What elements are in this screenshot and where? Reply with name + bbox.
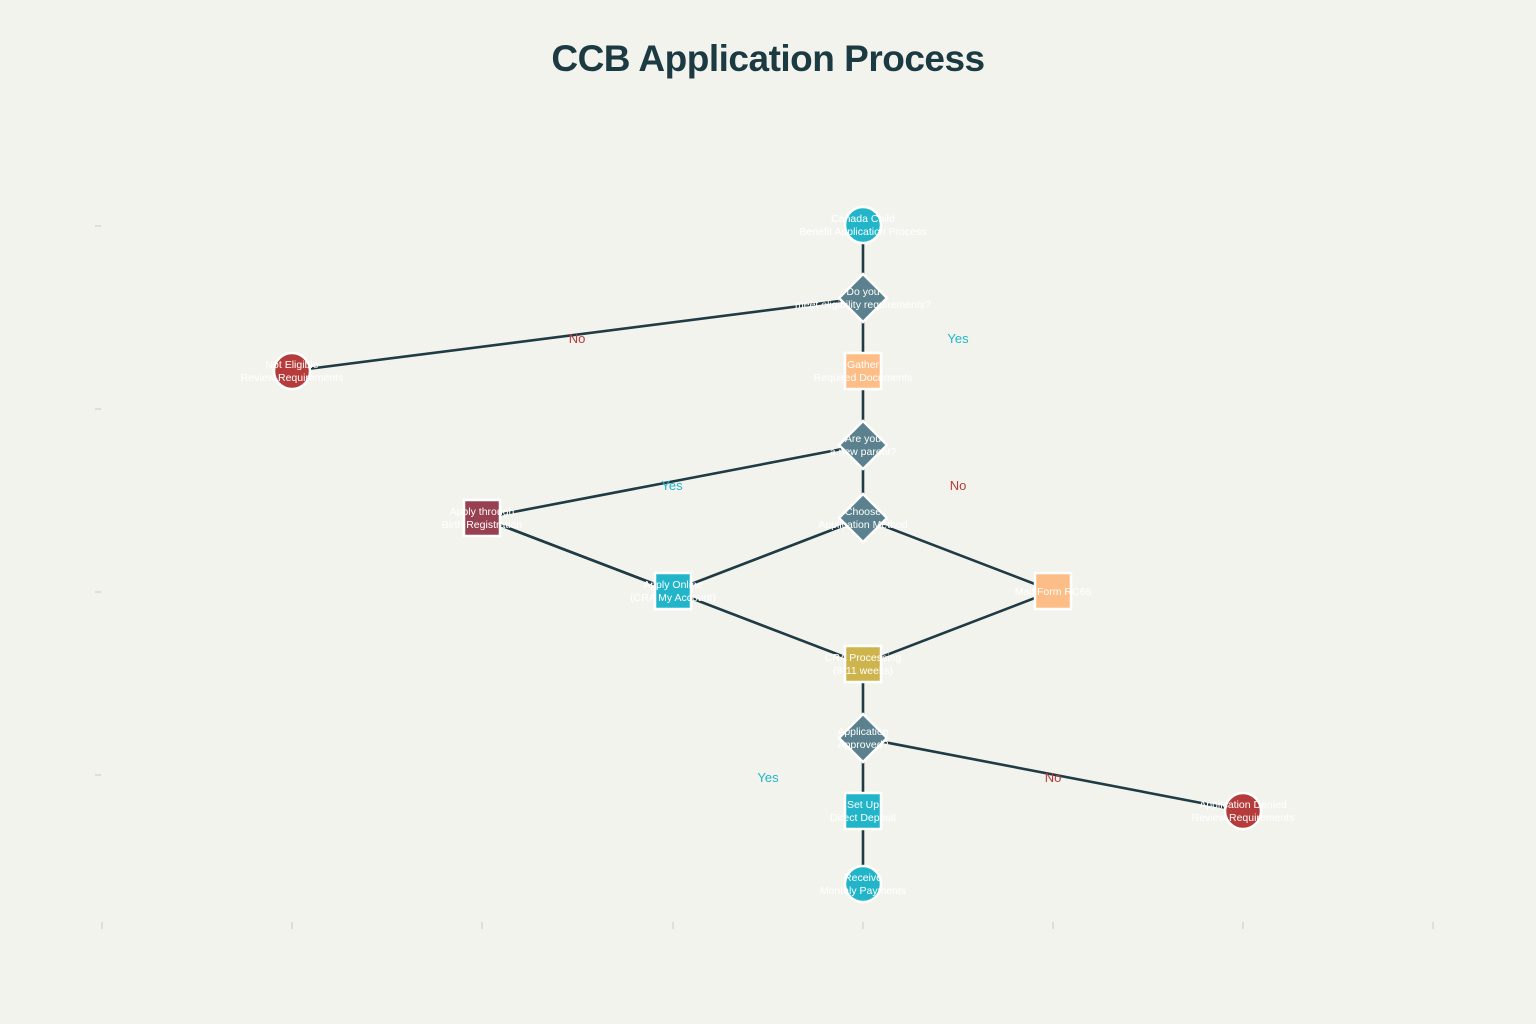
node-label: Application (837, 726, 889, 738)
node-label: CRA Processing (825, 652, 902, 664)
node-label: Choose (845, 506, 881, 518)
edge-label-no: No (1045, 770, 1062, 785)
edge-label-yes: Yes (757, 770, 779, 785)
node-shape-circle (1223, 791, 1263, 831)
node-label: (8-11 weeks) (833, 665, 893, 677)
node-shape-square (843, 644, 883, 684)
node-label: Monthly Payments (820, 885, 906, 897)
node-shape-diamond (837, 712, 889, 764)
node-label: Receive (844, 872, 882, 884)
node-shape-square (653, 571, 693, 611)
node-label: Apply through (450, 506, 515, 518)
page-title: CCB Application Process (551, 38, 985, 79)
edge-eligibility-to-not_eligible (291, 296, 864, 373)
node-label: Are you (845, 433, 881, 445)
node-label: Birth Registration (442, 519, 523, 531)
node-label: Application Method (818, 519, 907, 531)
edge-label-yes: Yes (947, 331, 969, 346)
node-label: meet eligibility requirements? (795, 299, 931, 311)
edge-new_parent-to-birth_reg (481, 443, 864, 520)
node-label: Required Documents (814, 372, 913, 384)
node-label: Review Requirements (1192, 812, 1295, 824)
edge-label-no: No (569, 331, 586, 346)
node-label: Review Requirements (241, 372, 344, 384)
node-shape-square (1033, 571, 1073, 611)
edge-label-yes: Yes (661, 478, 683, 493)
node-processing[interactable]: CRA Processing(8-11 weeks) (825, 644, 902, 684)
node-shape-diamond (837, 419, 889, 471)
node-label: Canada Child (831, 213, 895, 225)
node-shape-square (843, 351, 883, 391)
node-shape-circle (843, 864, 883, 904)
node-label: Mail Form RC66 (1015, 586, 1092, 598)
edge-choose-to-online (672, 516, 864, 593)
node-shape-circle (843, 205, 883, 245)
node-shape-circle (272, 351, 312, 391)
node-label: Approved? (838, 739, 889, 751)
edge-label-no: No (950, 478, 967, 493)
node-shape-diamond (837, 272, 889, 324)
edge-layer (291, 225, 1244, 884)
node-label: Apply Online (643, 579, 703, 591)
node-shape-square (843, 791, 883, 831)
node-label: Benefit Application Process (799, 226, 926, 238)
node-shape-diamond (837, 492, 889, 544)
node-label: Set Up (847, 799, 879, 811)
node-label: Application Denied (1199, 799, 1287, 811)
node-label: Not Eligible (265, 359, 318, 371)
edge-mail-to-processing (862, 589, 1054, 666)
node-label: Gather (847, 359, 880, 371)
edge-choose-to-mail (862, 516, 1054, 593)
node-mail[interactable]: Mail Form RC66 (1015, 571, 1092, 611)
node-label: (CRA My Account) (630, 592, 716, 604)
node-label: Direct Deposit (830, 812, 896, 824)
node-label: Do you (846, 286, 879, 298)
axis-ticks (95, 225, 1434, 929)
node-shape-square (462, 498, 502, 538)
node-online[interactable]: Apply Online(CRA My Account) (630, 571, 716, 611)
edge-approved-to-denied (862, 736, 1244, 813)
node-label: a new parent? (830, 446, 897, 458)
